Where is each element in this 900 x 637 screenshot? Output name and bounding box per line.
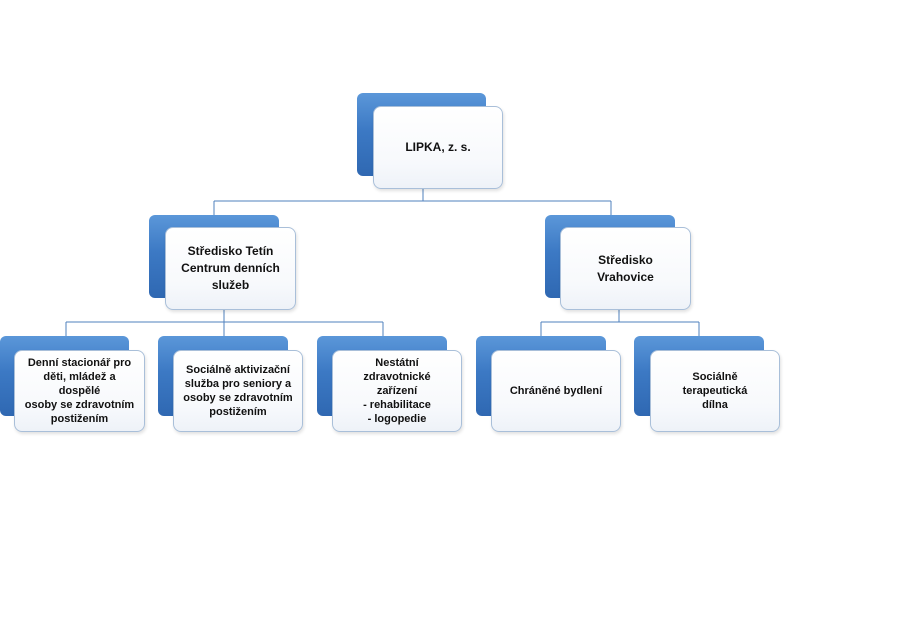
service-node-socialne-aktivizacni: Sociálně aktivizační služba pro seniory …	[158, 336, 303, 432]
service-chranene-line-1: Chráněné bydlení	[509, 385, 603, 397]
root-node: LIPKA, z. s.	[357, 93, 503, 189]
service-aktivizacni-line-3: osoby se zdravotním	[183, 392, 293, 404]
service-denni-line-2: děti, mládež a dospělé	[43, 371, 116, 397]
service-nestatni-line-2: zařízení	[376, 385, 418, 397]
service-terapeuticka-line-1: Sociálně terapeutická	[682, 371, 748, 397]
service-node-denni-stacionar: Denní stacionář pro děti, mládež a dospě…	[0, 336, 145, 432]
center-tetin-line-2: Centrum denních služeb	[181, 261, 280, 292]
center-node-vrahovice-card: Středisko Vrahovice	[560, 227, 691, 310]
service-aktivizacni-line-2: služba pro seniory a	[184, 378, 292, 390]
service-denni-line-1: Denní stacionář pro	[27, 357, 132, 369]
service-aktivizacni-line-1: Sociálně aktivizační	[186, 364, 290, 376]
service-node-denni-stacionar-card: Denní stacionář pro děti, mládež a dospě…	[14, 350, 145, 432]
service-node-nestatni-zarizeni: Nestátní zdravotnické zařízení - rehabil…	[317, 336, 462, 432]
center-node-tetin-card: Středisko Tetín Centrum denních služeb	[165, 227, 296, 310]
service-denni-line-4: postižením	[50, 413, 109, 425]
service-node-socialne-aktivizacni-card: Sociálně aktivizační služba pro seniory …	[173, 350, 303, 432]
root-node-card: LIPKA, z. s.	[373, 106, 503, 189]
root-label: LIPKA, z. s.	[405, 140, 471, 154]
service-terapeuticka-line-2: dílna	[702, 399, 728, 411]
service-node-nestatni-zarizeni-card: Nestátní zdravotnické zařízení - rehabil…	[332, 350, 462, 432]
service-nestatni-line-1: Nestátní zdravotnické	[363, 357, 431, 383]
service-denni-line-3: osoby se zdravotním	[24, 399, 135, 411]
service-nestatni-line-4: - logopedie	[367, 413, 427, 425]
service-node-socialne-terapeuticka: Sociálně terapeutická dílna	[634, 336, 780, 432]
service-node-chranene-bydleni-card: Chráněné bydlení	[491, 350, 621, 432]
service-aktivizacni-line-4: postižením	[209, 406, 267, 418]
service-node-socialne-terapeuticka-card: Sociálně terapeutická dílna	[650, 350, 780, 432]
center-node-tetin: Středisko Tetín Centrum denních služeb	[149, 215, 296, 310]
center-tetin-line-1: Středisko Tetín	[187, 244, 274, 258]
center-vrahovice-line-1: Středisko Vrahovice	[597, 252, 654, 284]
center-node-vrahovice: Středisko Vrahovice	[545, 215, 691, 310]
service-node-chranene-bydleni: Chráněné bydlení	[476, 336, 621, 432]
service-nestatni-line-3: - rehabilitace	[363, 399, 431, 411]
